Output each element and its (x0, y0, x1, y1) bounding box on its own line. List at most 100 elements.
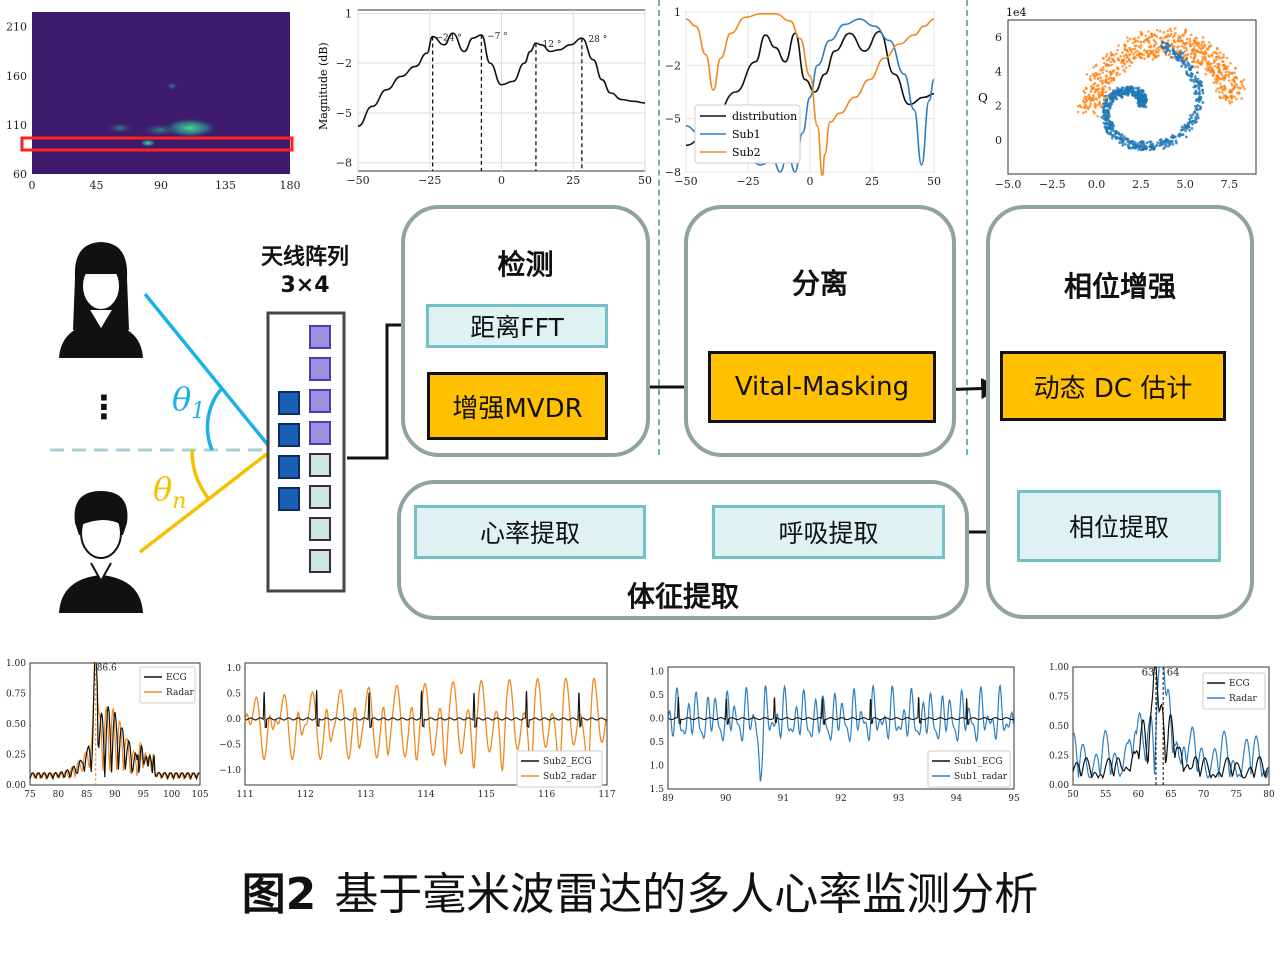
y-tick-label: 0.25 (1049, 752, 1069, 762)
scatter-point-orange (1097, 102, 1100, 106)
scatter-point-orange (1200, 59, 1204, 63)
scatter-point-blue (1141, 145, 1145, 149)
scatter-point-orange (1214, 77, 1217, 81)
scatter-point-blue (1174, 141, 1178, 145)
scatter-point-orange (1109, 80, 1113, 83)
scatter-point-orange (1138, 51, 1141, 55)
scatter-point-orange (1101, 57, 1105, 60)
scatter-point-orange (1218, 57, 1221, 60)
scatter-point-blue (1164, 143, 1168, 147)
scatter-point-orange (1099, 76, 1102, 80)
scatter-point-blue (1195, 92, 1198, 96)
y-tick-label: −1.0 (219, 766, 241, 776)
scatter-point-blue (1183, 60, 1187, 63)
heart-extract-box[interactable]: 心率提取 (414, 505, 646, 559)
scatter-point-orange (1092, 66, 1095, 69)
scatter-point-orange (1169, 32, 1173, 36)
scatter-point-blue (1112, 91, 1115, 94)
scatter-point-orange (1208, 55, 1211, 58)
scatter-point-orange (1115, 73, 1119, 77)
x-tick-label: 75 (24, 790, 36, 800)
scatter-point-blue (1161, 41, 1165, 44)
peak-annotation: 64 (1167, 667, 1180, 678)
legend-item: Sub1_ECG (954, 757, 1003, 767)
scatter-point-orange (1152, 38, 1156, 42)
x-tick-label: −2.5 (1039, 178, 1066, 191)
vital-masking-box[interactable]: Vital-Masking (708, 351, 936, 423)
scatter-point-orange (1144, 34, 1148, 37)
scatter-point-orange (1226, 64, 1230, 68)
range-fft-box[interactable]: 距离FFT (426, 304, 608, 348)
scatter-point-orange (1089, 84, 1093, 88)
scatter-point-orange (1088, 96, 1091, 100)
scatter-point-blue (1105, 125, 1109, 129)
scatter-point-orange (1156, 28, 1159, 32)
scatter-point-blue (1195, 106, 1199, 110)
y-axis-label: Magnitude (dB) (317, 42, 330, 130)
scatter-point-orange (1184, 42, 1188, 46)
y-tick-label: 6 (995, 31, 1002, 44)
scatter-point-orange (1090, 87, 1093, 91)
x-tick-label: 25 (566, 174, 580, 187)
scatter-point-orange (1123, 47, 1127, 50)
scatter-point-orange (1104, 64, 1108, 67)
scatter-point-orange (1155, 47, 1158, 50)
x-tick-label: 113 (357, 790, 374, 800)
scatter-point-orange (1137, 45, 1141, 48)
heatmap-blob (166, 81, 178, 91)
scatter-point-blue (1102, 98, 1106, 102)
scatter-point-orange (1082, 105, 1085, 109)
scatter-point-blue (1102, 114, 1106, 118)
scatter-point-orange (1140, 33, 1143, 36)
x-tick-label: 50 (1067, 790, 1079, 800)
scatter-point-blue (1171, 48, 1175, 52)
scatter-point-orange (1130, 50, 1133, 54)
scatter-point-blue (1120, 92, 1124, 96)
scatter-point-orange (1172, 45, 1176, 48)
scatter-point-orange (1121, 51, 1124, 55)
scatter-point-blue (1102, 121, 1106, 125)
x-tick-label: −25 (418, 174, 441, 187)
phase-extract-box[interactable]: 相位提取 (1017, 490, 1221, 562)
spectrum-line (357, 32, 646, 127)
scatter-point-blue (1192, 110, 1196, 114)
scatter-point-orange (1085, 87, 1088, 90)
scatter-point-blue (1125, 91, 1129, 94)
breath-extract-box[interactable]: 呼吸提取 (712, 505, 945, 559)
y-tick-label: 1.0 (227, 664, 242, 674)
legend-item: Sub2 (732, 146, 761, 159)
antenna-element (278, 455, 300, 479)
scatter-point-orange (1105, 52, 1109, 56)
scatter-point-orange (1089, 102, 1093, 106)
y-tick-label: 60 (13, 168, 27, 181)
scatter-point-orange (1094, 63, 1098, 66)
scatter-point-orange (1143, 48, 1146, 52)
scatter-point-blue (1121, 143, 1125, 147)
scatter-point-orange (1192, 59, 1196, 62)
scatter-point-orange (1151, 50, 1154, 54)
scatter-point-orange (1159, 36, 1163, 40)
scatter-point-blue (1143, 99, 1147, 103)
scatter-point-orange (1084, 104, 1087, 107)
scatter-point-orange (1170, 42, 1173, 46)
scatter-point-orange (1087, 106, 1090, 110)
scatter-point-orange (1230, 90, 1234, 94)
x-tick-label: −50 (674, 175, 697, 188)
dynamic-dc-box[interactable]: 动态 DC 估计 (1000, 351, 1226, 421)
scatter-point-orange (1235, 77, 1239, 80)
scatter-point-orange (1189, 52, 1193, 56)
scatter-point-orange (1219, 96, 1223, 100)
scatter-point-orange (1174, 32, 1177, 35)
scatter-point-orange (1185, 48, 1189, 51)
enhanced-mvdr-box[interactable]: 增强MVDR (427, 372, 608, 440)
scatter-point-orange (1133, 37, 1137, 40)
x-tick-label: 60 (1133, 790, 1145, 800)
scatter-point-blue (1103, 105, 1106, 109)
scatter-point-orange (1188, 42, 1191, 45)
scatter-point-orange (1243, 87, 1246, 91)
scatter-point-blue (1127, 145, 1131, 149)
scatter-point-orange (1116, 48, 1119, 52)
scatter-point-orange (1228, 99, 1231, 103)
legend-item: Sub1 (732, 128, 761, 141)
vital-extract-title: 体征提取 (626, 580, 739, 613)
